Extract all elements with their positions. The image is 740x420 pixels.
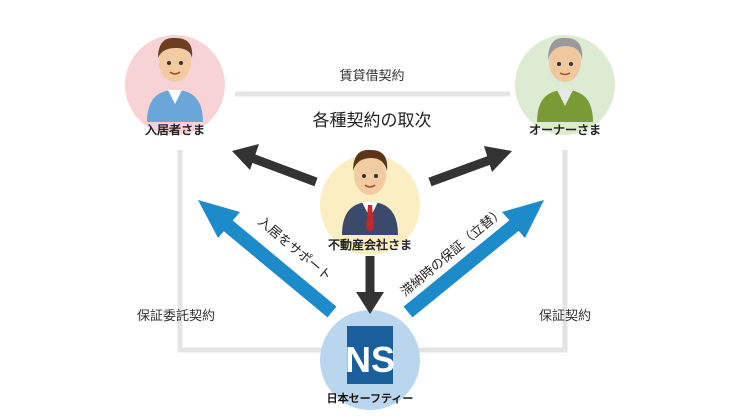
- arrow-company-to-owner: [403, 200, 544, 318]
- guarantee-consignment-label: 保証委託契約: [137, 308, 215, 323]
- owner-node: オーナーさま: [515, 35, 615, 137]
- agent-node: 不動産会社さま: [320, 149, 420, 255]
- nihon-safety-logo-icon: NS: [345, 326, 395, 384]
- arrow-agent-to-owner: [428, 146, 512, 187]
- tenant-person-icon: [147, 37, 203, 122]
- owner-label: オーナーさま: [529, 123, 601, 137]
- arrow-company-to-tenant: [198, 200, 337, 318]
- owner-person-icon: [537, 37, 593, 122]
- guarantee-contract-label: 保証契約: [539, 308, 591, 323]
- lease-contract-label: 賃貸借契約: [339, 68, 404, 83]
- company-node: NS 日本セーフティー: [320, 310, 420, 410]
- arrow-agent-to-tenant: [232, 144, 318, 187]
- company-logo-text: 日本セーフティー: [327, 391, 414, 405]
- contract-mediation-label: 各種契約の取次: [313, 111, 432, 130]
- agent-label: 不動産会社さま: [328, 237, 412, 252]
- arrow-agent-to-company: [356, 256, 384, 314]
- tenant-node: 入居者さま: [125, 35, 225, 137]
- contract-frame-lines: [177, 91, 568, 353]
- agent-person-icon: [342, 149, 398, 235]
- tenant-label: 入居者さま: [145, 122, 205, 137]
- svg-text:NS: NS: [345, 339, 395, 380]
